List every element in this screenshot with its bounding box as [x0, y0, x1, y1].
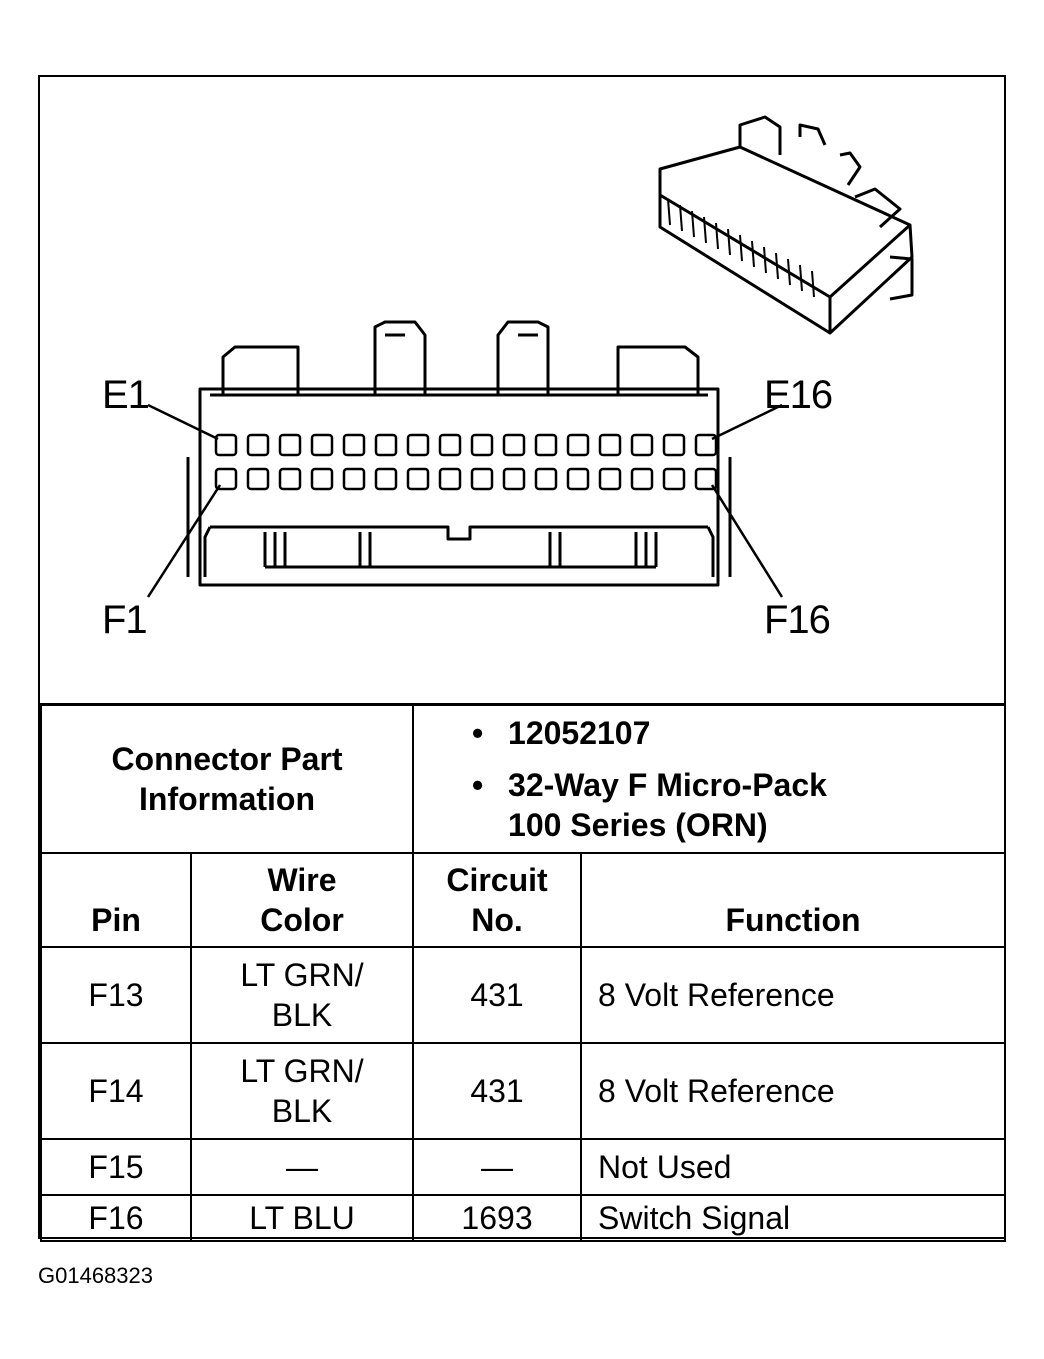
connector-info-label: Connector Part Information — [39, 703, 415, 854]
pin-cell: F13 — [40, 945, 192, 1044]
connector-info-row: Connector Part Information 12052107 32-W… — [39, 703, 1007, 854]
pin-cell: F16 — [40, 1193, 192, 1242]
wire-color-cell: LT GRN/BLK — [189, 1041, 415, 1140]
connector-info-values: 12052107 32-Way F Micro-Pack 100 Series … — [412, 703, 1007, 854]
header-function: Function — [580, 851, 1007, 948]
connector-3d-view — [658, 115, 914, 335]
connector-diagram: E1 E16 F1 F16 — [40, 77, 1004, 703]
pin-cell: F14 — [40, 1041, 192, 1140]
header-circuit-no: Circuit No. — [412, 851, 583, 948]
pinout-table: Connector Part Information 12052107 32-W… — [39, 703, 1007, 1242]
label-f1: F1 — [102, 598, 148, 642]
connector-sheet: E1 E16 F1 F16 Connector Part Information… — [38, 75, 1007, 1242]
column-header-row: Pin Wire Color Circuit No. Function — [40, 851, 1007, 948]
function-cell: Not Used — [580, 1137, 1007, 1196]
label-e1: E1 — [102, 373, 150, 417]
pin-row-e — [214, 433, 718, 457]
function-cell: 8 Volt Reference — [580, 1041, 1007, 1140]
function-cell: Switch Signal — [580, 1193, 1007, 1242]
connector-drawing — [146, 115, 914, 598]
circuit-cell: 431 — [412, 945, 583, 1044]
table-row: F16 LT BLU 1693 Switch Signal — [40, 1193, 1007, 1242]
function-cell: 8 Volt Reference — [580, 945, 1007, 1044]
header-pin: Pin — [40, 851, 192, 948]
wire-color-cell: LT GRN/BLK — [189, 945, 415, 1044]
header-wire-color: Wire Color — [189, 851, 415, 948]
pin-row-f — [214, 467, 718, 491]
circuit-cell: — — [412, 1137, 583, 1196]
wire-color-cell: — — [189, 1137, 415, 1196]
pin-cell: F15 — [40, 1137, 192, 1196]
circuit-cell: 431 — [412, 1041, 583, 1140]
figure-id: G01468323 — [38, 1263, 153, 1288]
part-number: 12052107 — [472, 713, 1004, 753]
wire-color-cell: LT BLU — [189, 1193, 415, 1242]
circuit-cell: 1693 — [412, 1193, 583, 1242]
label-f16: F16 — [764, 598, 831, 642]
connector-front-view — [186, 320, 732, 587]
table-row: F15 — — Not Used — [40, 1137, 1007, 1196]
connector-description: 32-Way F Micro-Pack 100 Series (ORN) — [472, 765, 1004, 845]
table-row: F14 LT GRN/BLK 431 8 Volt Reference — [40, 1041, 1007, 1140]
label-e16: E16 — [764, 373, 833, 417]
pin-leader-lines — [146, 403, 784, 598]
table-row: F13 LT GRN/BLK 431 8 Volt Reference — [40, 945, 1007, 1044]
